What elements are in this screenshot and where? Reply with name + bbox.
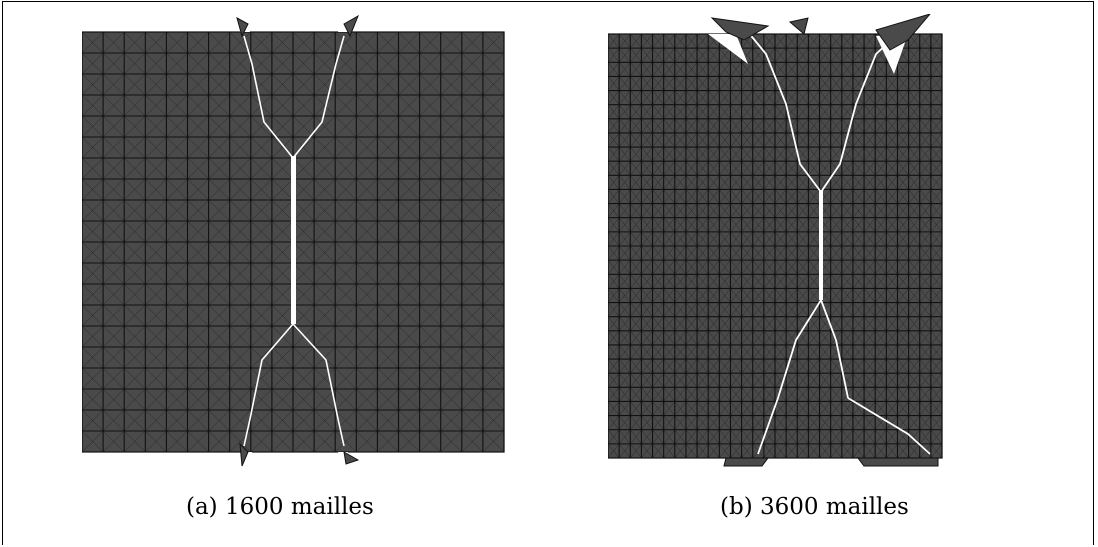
element-edges: [608, 33, 943, 459]
caption-b: (b) 3600 mailles: [720, 494, 909, 520]
mesh-grid: [608, 33, 943, 459]
crack-main: [291, 156, 296, 324]
crack-branches: [243, 35, 345, 447]
fragments: [710, 14, 931, 51]
crack-main: [819, 190, 823, 300]
bottom-fragments: [723, 457, 939, 467]
panel-a: [82, 14, 506, 470]
mesh-plot-1600: [82, 14, 505, 467]
element-diagonals: [82, 31, 505, 453]
crack-path: [236, 14, 360, 467]
caption-a: (a) 1600 mailles: [186, 494, 374, 520]
crack-branches: [747, 31, 931, 455]
panel-b: [608, 14, 944, 470]
bottom-notches: [242, 452, 348, 466]
mesh-plot-3600: [608, 14, 943, 467]
fragments: [236, 14, 360, 467]
crack-path: [708, 14, 939, 467]
top-notches: [240, 18, 348, 32]
